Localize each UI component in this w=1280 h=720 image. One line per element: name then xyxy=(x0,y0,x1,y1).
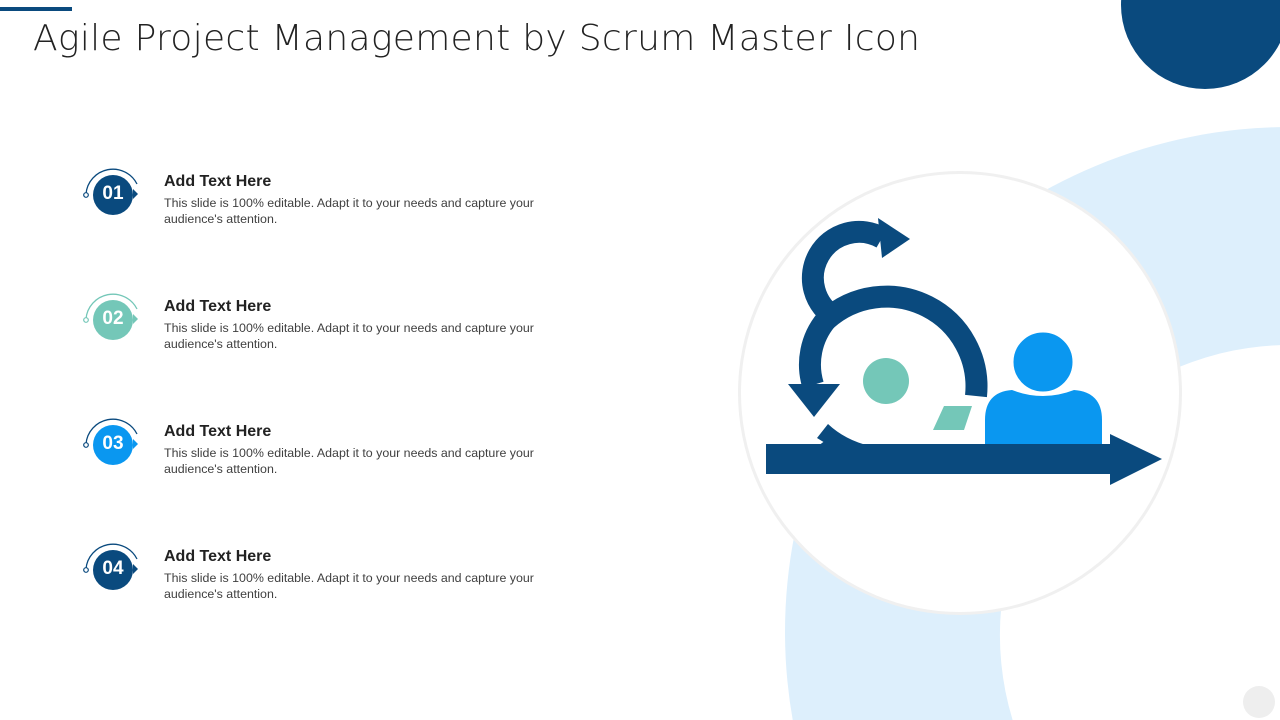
teal-dot-icon xyxy=(863,358,909,404)
person-icon xyxy=(985,329,1102,446)
badge-number: 04 xyxy=(102,558,124,579)
title-accent-bar xyxy=(0,7,72,11)
badge-arc-icon xyxy=(83,543,138,590)
list-item: 04 Add Text Here This slide is 100% edit… xyxy=(82,541,552,601)
item-description: This slide is 100% editable. Adapt it to… xyxy=(164,321,534,351)
item-description: This slide is 100% editable. Adapt it to… xyxy=(164,571,534,601)
illustration-circle xyxy=(741,174,1179,612)
badge-number: 01 xyxy=(102,183,124,204)
badge-arc-icon xyxy=(83,293,138,340)
page-title: Agile Project Management by Scrum Master… xyxy=(33,18,921,59)
number-badge: 01 xyxy=(82,166,144,218)
item-title: Add Text Here xyxy=(164,173,272,190)
item-title: Add Text Here xyxy=(164,548,272,565)
item-description: This slide is 100% editable. Adapt it to… xyxy=(164,446,534,476)
list-item: 02 Add Text Here This slide is 100% edit… xyxy=(82,291,552,351)
number-badge: 03 xyxy=(82,416,144,468)
item-title: Add Text Here xyxy=(164,298,272,315)
timeline-arrow-icon xyxy=(766,434,1162,485)
teal-segment-icon xyxy=(933,406,972,430)
list-item: 01 Add Text Here This slide is 100% edit… xyxy=(82,166,552,226)
badge-number: 02 xyxy=(102,308,124,329)
number-badge: 02 xyxy=(82,291,144,343)
corner-circle-decoration xyxy=(1121,0,1280,89)
badge-arc-icon xyxy=(83,418,138,465)
cycle-arrows-icon xyxy=(788,218,988,446)
item-description: This slide is 100% editable. Adapt it to… xyxy=(164,196,534,226)
list-item: 03 Add Text Here This slide is 100% edit… xyxy=(82,416,552,476)
page-corner-dot xyxy=(1243,686,1275,718)
badge-arc-icon xyxy=(83,168,138,215)
number-badge: 04 xyxy=(82,541,144,593)
item-title: Add Text Here xyxy=(164,423,272,440)
badge-number: 03 xyxy=(102,433,124,454)
